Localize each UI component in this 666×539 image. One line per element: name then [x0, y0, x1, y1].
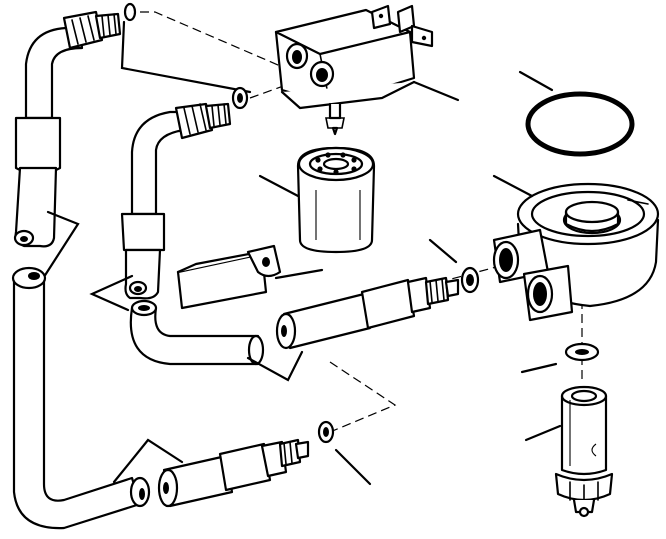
- leader-line: [246, 350, 304, 382]
- leader-line: [258, 174, 300, 198]
- bottom-hose: [157, 438, 310, 508]
- thermo-switch-block: [274, 4, 434, 136]
- sealing-washer-lower: [564, 342, 600, 362]
- leader-line: [492, 174, 534, 198]
- leader-line: [428, 238, 458, 264]
- middle-hose: [129, 276, 460, 366]
- leader-line: [120, 20, 252, 94]
- leader-line: [518, 70, 554, 92]
- hose-bracket: [176, 244, 282, 310]
- leader-line: [412, 80, 460, 102]
- filter-housing-adapter: [492, 182, 660, 322]
- leader-line: [112, 438, 184, 484]
- large-o-ring: [525, 91, 635, 157]
- leader-line: [89, 274, 134, 312]
- leader-line: [524, 424, 562, 442]
- lower-long-hose: [11, 266, 151, 530]
- upper-left-hose: [13, 2, 137, 248]
- leader-line: [520, 362, 558, 374]
- leader-line: [334, 448, 372, 486]
- relief-valve-plug: [554, 385, 614, 518]
- inner-hose: [120, 102, 232, 300]
- leader-line: [40, 210, 80, 282]
- leader-line: [274, 268, 324, 280]
- oil-filter: [296, 146, 376, 254]
